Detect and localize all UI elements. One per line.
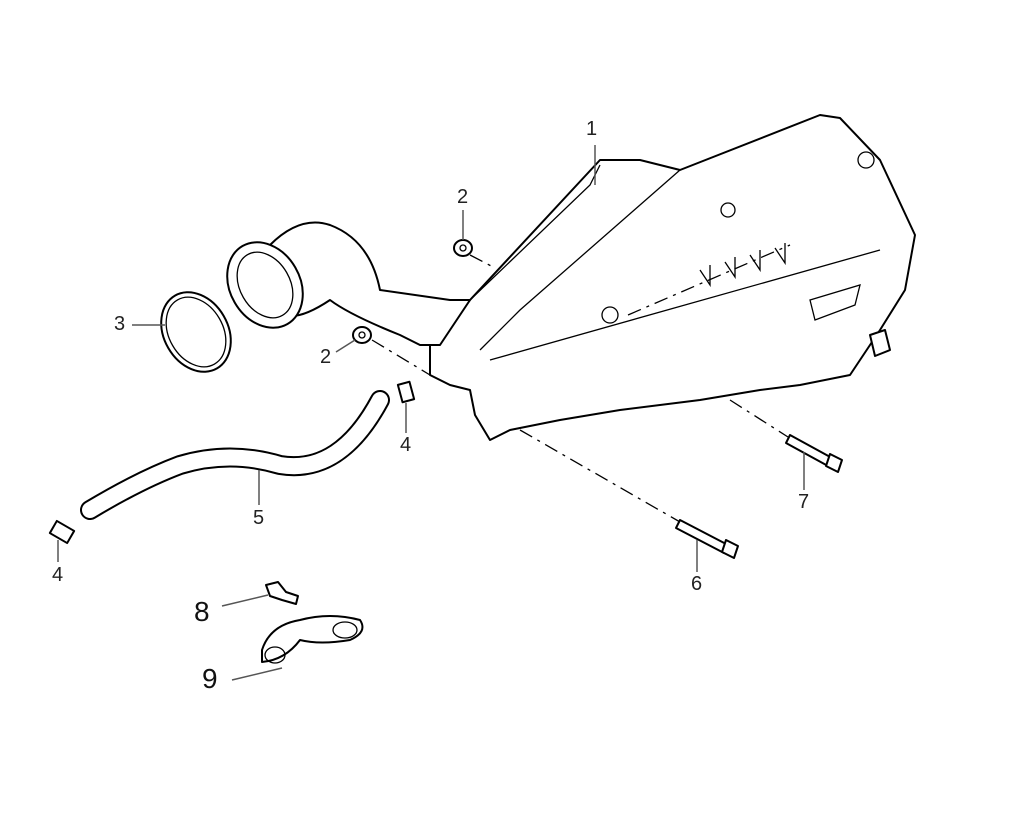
callout-4-lower: 4 [52, 564, 64, 586]
clip-upper [396, 380, 416, 404]
leader-lines [57, 145, 805, 681]
clamp-bracket [261, 615, 364, 664]
grommet-upper [453, 239, 473, 257]
callout-2-upper: 2 [457, 186, 469, 208]
short-bolt [785, 434, 843, 473]
callout-6: 6 [691, 573, 703, 595]
callout-3: 3 [114, 313, 126, 335]
callout-1: 1 [586, 118, 598, 140]
fastener [265, 581, 299, 605]
callout-4-upper: 4 [400, 434, 412, 456]
callout-9: 9 [202, 663, 218, 694]
clip-lower [48, 519, 76, 545]
intake-duct [226, 221, 471, 346]
callout-8: 8 [194, 596, 210, 627]
air-filter-housing [429, 114, 916, 441]
callout-7: 7 [798, 491, 810, 513]
long-bolt [675, 519, 739, 559]
hose-clamp [160, 291, 232, 373]
callout-2-lower: 2 [320, 346, 332, 368]
grommet-lower [352, 326, 372, 344]
callout-5: 5 [253, 507, 265, 529]
